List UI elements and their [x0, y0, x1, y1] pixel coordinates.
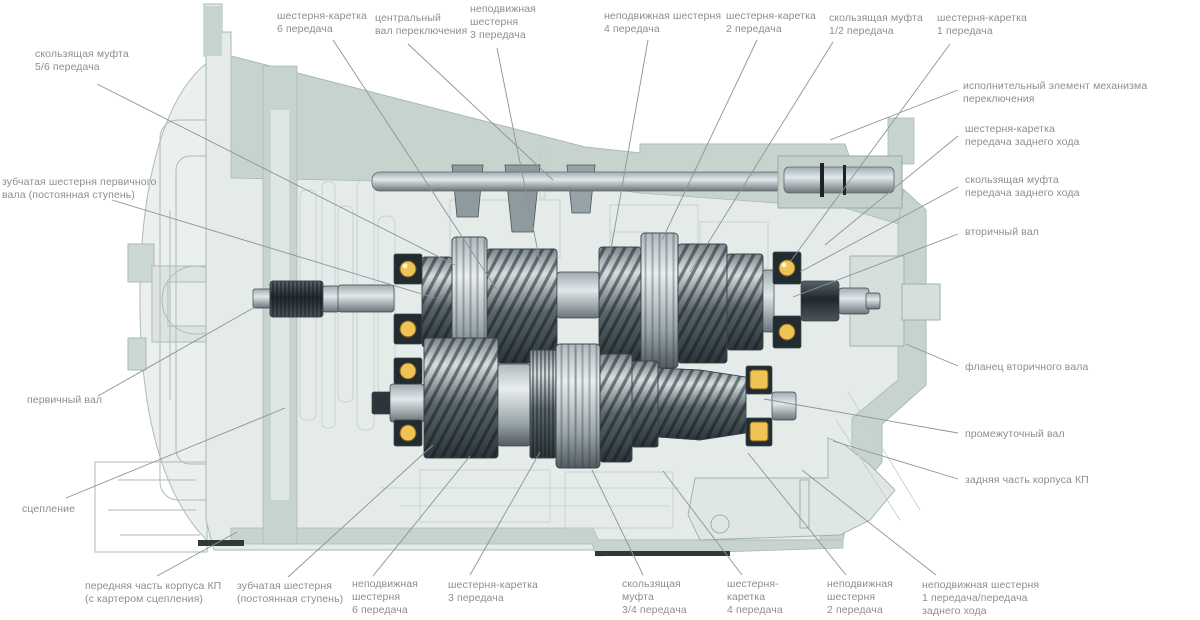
leader-carriage-gear-2: [661, 39, 758, 241]
bearing-ball: [399, 424, 417, 442]
leader-central-shift-shaft: [407, 43, 554, 181]
leader-fixed-gear-6: [372, 455, 471, 577]
oil-pan: [687, 437, 896, 541]
leader-carriage-gear-reverse: [824, 135, 959, 246]
bearings: [399, 259, 796, 442]
leader-sliding-sleeve-3-4: [591, 469, 644, 576]
actuator-rod: [783, 166, 895, 194]
leader-carriage-gear-6: [332, 39, 498, 291]
leader-sliding-sleeve-1-2: [689, 41, 834, 273]
leader-sliding-sleeve-reverse: [799, 186, 959, 273]
leader-input-shaft-constant-gear: [111, 199, 436, 299]
leader-fixed-gear-1-reverse: [801, 469, 937, 576]
bearing-ball: [778, 259, 796, 277]
intermediate-shaft-group: [371, 337, 797, 469]
leader-clutch: [65, 407, 286, 499]
bearing-roller: [749, 421, 769, 442]
leader-fixed-gear-4: [609, 39, 649, 256]
leader-fixed-gear-2: [747, 452, 847, 576]
leader-fixed-gear-3: [496, 47, 541, 263]
leader-constant-gear: [287, 444, 434, 578]
leader-intermediate-shaft: [763, 398, 959, 434]
leader-shift-actuator: [829, 89, 959, 141]
upper-shaft: [252, 232, 881, 369]
leader-primary-shaft: [97, 302, 263, 397]
leader-carriage-gear-4: [662, 470, 743, 576]
leader-secondary-shaft-flange: [905, 343, 959, 367]
leader-lines: [65, 39, 959, 578]
bearing-ball: [399, 362, 417, 380]
leader-front-housing: [156, 531, 238, 577]
leader-carriage-gear-1: [789, 43, 951, 263]
bearing-roller: [749, 369, 769, 390]
leader-rear-housing: [832, 440, 959, 480]
bearing-ball: [778, 323, 796, 341]
shift-mechanism: [371, 155, 903, 233]
bearing-ball: [399, 320, 417, 338]
leader-sliding-sleeve-5-6: [96, 83, 456, 266]
housing-bottom-band: [230, 527, 844, 557]
bearing-ball: [399, 260, 417, 278]
leader-secondary-shaft: [792, 233, 959, 298]
leader-carriage-gear-3: [469, 451, 541, 576]
